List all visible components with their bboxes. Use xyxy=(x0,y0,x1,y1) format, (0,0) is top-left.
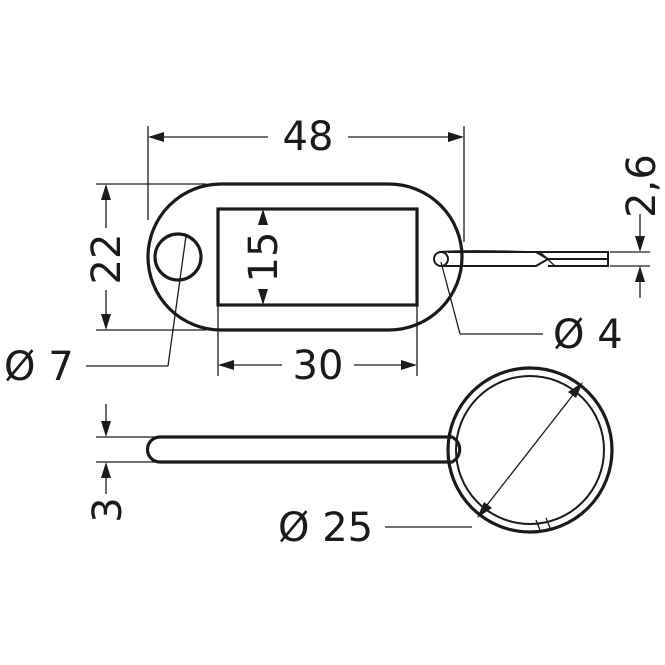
label-window xyxy=(216,207,419,307)
ring-outer xyxy=(446,366,614,534)
dim-wire-4-label: Ø 4 xyxy=(553,312,623,358)
tag-hole xyxy=(153,232,203,282)
dim-3-label: 3 xyxy=(85,497,131,522)
split-ring-edge xyxy=(440,250,609,268)
dim-2-6: 2,6 xyxy=(610,154,665,298)
dim-22-label: 22 xyxy=(84,234,130,285)
dim-ring-25-label: Ø 25 xyxy=(278,505,373,551)
dim-ring-25: Ø 25 xyxy=(278,382,583,551)
split-ring xyxy=(145,366,614,534)
dim-wire-4: Ø 4 xyxy=(440,261,623,358)
dim-48-label: 48 xyxy=(283,114,334,160)
key-tag xyxy=(146,182,464,332)
dim-30: 30 xyxy=(217,305,418,389)
dim-30-label: 30 xyxy=(293,343,344,389)
dim-15-label: 15 xyxy=(241,232,287,283)
dim-2-6-label: 2,6 xyxy=(619,154,665,218)
dim-15: 15 xyxy=(241,209,287,305)
dim-3: 3 xyxy=(85,404,156,523)
dim-22: 22 xyxy=(84,183,206,331)
dim-hole-7-label: Ø 7 xyxy=(4,344,74,390)
tag-outline xyxy=(146,182,464,332)
ring-inner xyxy=(455,375,605,525)
dim-48: 48 xyxy=(147,114,465,242)
ring-stem xyxy=(145,435,462,464)
dim-hole-7: Ø 7 xyxy=(4,235,187,390)
